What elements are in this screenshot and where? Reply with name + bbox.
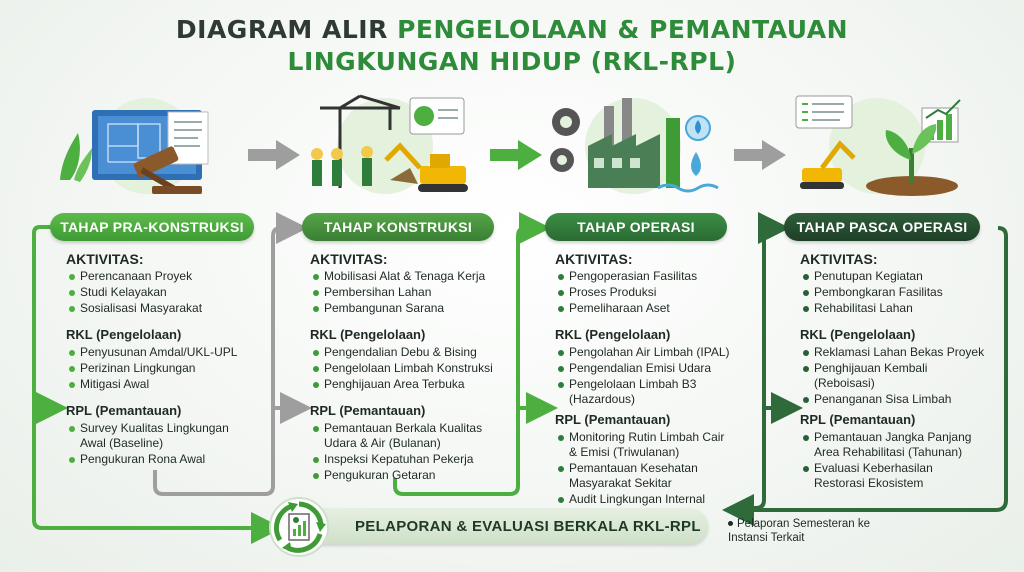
top-arrow-2 xyxy=(490,140,542,170)
list-item: Pembongkaran Fasilitas xyxy=(800,285,1000,300)
bullet-dot xyxy=(728,521,733,527)
list-item: Inspeksi Kepatuhan Pekerja xyxy=(310,452,510,467)
aktivitas-list: Pengoperasian Fasilitas Proses Produksi … xyxy=(555,269,755,316)
list-item: Penghijauan Kembali (Reboisasi) xyxy=(800,361,964,391)
list-item: Pengendalian Emisi Udara xyxy=(555,361,755,376)
stage-header-operasi: TAHAP OPERASI xyxy=(545,213,727,241)
list-item: Sosialisasi Masyarakat xyxy=(66,301,266,316)
aktivitas-title: AKTIVITAS: xyxy=(310,251,388,267)
title-part1: DIAGRAM ALIR xyxy=(175,15,388,44)
factory-gears-icon xyxy=(550,98,719,194)
aktivitas-list: Perencanaan Proyek Studi Kelayakan Sosia… xyxy=(66,269,266,316)
list-item: Pembersihan Lahan xyxy=(310,285,510,300)
list-item: Pemantauan Jangka Panjang Area Rehabilit… xyxy=(800,430,989,460)
list-item: Penyusunan Amdal/UKL-UPL xyxy=(66,345,266,360)
diagram-title: DIAGRAM ALIR PENGELOLAAN & PEMANTAUAN LI… xyxy=(0,14,1024,78)
connector-stage1-left xyxy=(32,225,283,544)
rpl-title: RPL (Pemantauan) xyxy=(310,403,426,418)
stage-header-pasca-operasi: TAHAP PASCA OPERASI xyxy=(784,213,980,241)
list-item: Pengelolaan Limbah Konstruksi xyxy=(310,361,510,376)
aktivitas-list: Mobilisasi Alat & Tenaga Kerja Pembersih… xyxy=(310,269,510,316)
list-item: Pemantauan Berkala Kualitas Udara & Air … xyxy=(310,421,496,451)
rkl-list: Pengendalian Debu & Bising Pengelolaan L… xyxy=(310,345,510,392)
list-item: Penutupan Kegiatan xyxy=(800,269,1000,284)
aktivitas-title: AKTIVITAS: xyxy=(555,251,633,267)
list-item: Penghijauan Area Terbuka xyxy=(310,377,510,392)
report-cycle-icon xyxy=(269,497,329,557)
rpl-list: Monitoring Rutin Limbah Cair & Emisi (Tr… xyxy=(555,430,755,507)
list-item: Rehabilitasi Lahan xyxy=(800,301,1000,316)
rkl-title: RKL (Pengelolaan) xyxy=(555,327,671,342)
rpl-list: Pemantauan Jangka Panjang Area Rehabilit… xyxy=(800,430,1000,491)
list-item: Pemeliharaan Aset xyxy=(555,301,755,316)
connector-stage2-to-3 xyxy=(393,212,551,496)
top-arrow-3 xyxy=(734,140,786,170)
stage-column-operasi: AKTIVITAS: Pengoperasian Fasilitas Prose… xyxy=(555,250,755,517)
aktivitas-list: Penutupan Kegiatan Pembongkaran Fasilita… xyxy=(800,269,1000,316)
list-item: Reklamasi Lahan Bekas Proyek xyxy=(800,345,1000,360)
list-item: Pengukuran Getaran xyxy=(310,468,510,483)
list-item: Pengolahan Air Limbah (IPAL) xyxy=(555,345,755,360)
top-arrow-1 xyxy=(248,140,300,170)
list-item: Mitigasi Awal xyxy=(66,377,266,392)
list-item: Audit Lingkungan Internal xyxy=(555,492,755,507)
construction-crane-icon xyxy=(311,94,468,194)
stage-header-pra-konstruksi: TAHAP PRA-KONSTRUKSI xyxy=(50,213,254,241)
stage-column-konstruksi: AKTIVITAS: Mobilisasi Alat & Tenaga Kerj… xyxy=(310,250,510,493)
list-item: Perencanaan Proyek xyxy=(66,269,266,284)
rpl-title: RPL (Pemantauan) xyxy=(800,412,916,427)
connector-stage1-to-2 xyxy=(153,212,308,496)
stage-column-pasca-operasi: AKTIVITAS: Penutupan Kegiatan Pembongkar… xyxy=(800,250,1000,501)
list-item: Monitoring Rutin Limbah Cair & Emisi (Tr… xyxy=(555,430,729,460)
list-item: Pengoperasian Fasilitas xyxy=(555,269,755,284)
list-item: Penanganan Sisa Limbah xyxy=(800,392,1000,407)
stage-header-konstruksi: TAHAP KONSTRUKSI xyxy=(302,213,494,241)
blueprint-gavel-icon xyxy=(60,98,209,194)
connector-stage3-to-4 xyxy=(758,212,790,244)
aktivitas-title: AKTIVITAS: xyxy=(800,251,878,267)
stage-column-pra-konstruksi: AKTIVITAS: Perencanaan Proyek Studi Kela… xyxy=(66,250,266,477)
list-item: Studi Kelayakan xyxy=(66,285,266,300)
list-item: Evaluasi Keberhasilan Restorasi Ekosiste… xyxy=(800,461,964,491)
rkl-title: RKL (Pengelolaan) xyxy=(800,327,916,342)
rkl-list: Reklamasi Lahan Bekas Proyek Penghijauan… xyxy=(800,345,1000,407)
title-line2: LINGKUNGAN HIDUP (RKL-RPL) xyxy=(287,47,737,76)
list-item: Proses Produksi xyxy=(555,285,755,300)
reporting-note-text: Pelaporan Semesteran ke Instansi Terkait xyxy=(728,518,870,544)
rkl-list: Pengolahan Air Limbah (IPAL) Pengendalia… xyxy=(555,345,755,407)
rpl-list: Survey Kualitas Lingkungan Awal (Baselin… xyxy=(66,421,266,467)
rkl-title: RKL (Pengelolaan) xyxy=(66,327,182,342)
list-item: Survey Kualitas Lingkungan Awal (Baselin… xyxy=(66,421,240,451)
connector-stage4-to-report xyxy=(722,226,1008,526)
reporting-label: PELAPORAN & EVALUASI BERKALA RKL-RPL xyxy=(355,518,701,535)
list-item: Mobilisasi Alat & Tenaga Kerja xyxy=(310,269,510,284)
rkl-list: Penyusunan Amdal/UKL-UPL Perizinan Lingk… xyxy=(66,345,266,392)
list-item: Pembangunan Sarana xyxy=(310,301,510,316)
list-item: Perizinan Lingkungan xyxy=(66,361,266,376)
list-item: Pengukuran Rona Awal xyxy=(66,452,266,467)
aktivitas-title: AKTIVITAS: xyxy=(66,251,144,267)
list-item: Pengendalian Debu & Bising xyxy=(310,345,510,360)
reporting-bar xyxy=(288,508,708,544)
rehabilitation-plant-icon xyxy=(795,95,961,196)
rpl-title: RPL (Pemantauan) xyxy=(555,412,671,427)
list-item: Pengelolaan Limbah B3 (Hazardous) xyxy=(555,377,719,407)
rkl-title: RKL (Pengelolaan) xyxy=(310,327,426,342)
rpl-list: Pemantauan Berkala Kualitas Udara & Air … xyxy=(310,421,510,483)
rpl-title: RPL (Pemantauan) xyxy=(66,403,182,418)
reporting-note: Pelaporan Semesteran ke Instansi Terkait xyxy=(728,517,898,545)
list-item: Pemantauan Kesehatan Masyarakat Sekitar xyxy=(555,461,729,491)
title-part2: PENGELOLAAN & PEMANTAUAN xyxy=(397,15,849,44)
